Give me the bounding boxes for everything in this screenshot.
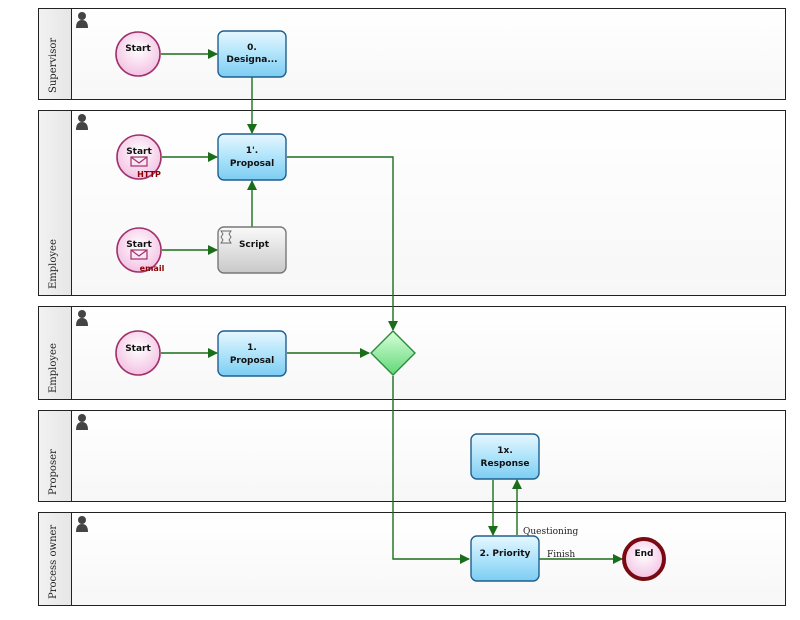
- swimlane-employee-1: Employee: [38, 110, 786, 296]
- task-label: 2. Priority: [480, 549, 531, 559]
- exclusive-gateway[interactable]: [370, 330, 416, 376]
- task-label-line1: 1.: [247, 343, 257, 353]
- message-icon: [130, 249, 148, 260]
- task-label-line2: Designa...: [226, 55, 277, 65]
- task-label-line2: Response: [481, 459, 530, 469]
- event-label: Start: [125, 344, 151, 354]
- lane-header: Supervisor: [39, 9, 72, 99]
- person-icon: [76, 414, 88, 430]
- person-icon: [76, 310, 88, 326]
- start-event-supervisor[interactable]: Start: [115, 31, 161, 77]
- event-sub-label: email: [140, 264, 165, 273]
- swimlane-proposer: Proposer: [38, 410, 786, 502]
- person-icon: [76, 516, 88, 532]
- event-label: Start: [125, 44, 151, 54]
- flow-gateway-to-priority[interactable]: [392, 376, 470, 564]
- task-label-line1: 0.: [247, 43, 257, 53]
- envelope-flap: [130, 156, 148, 164]
- event-label: Start: [126, 147, 152, 157]
- start-event-employee[interactable]: Start: [115, 330, 161, 376]
- event-label: Start: [126, 240, 152, 250]
- event-label: End: [635, 549, 654, 559]
- script-icon: [220, 230, 232, 244]
- start-event-email[interactable]: Start email: [116, 227, 165, 273]
- task-designate[interactable]: 0. Designa...: [217, 30, 287, 78]
- person-icon: [76, 12, 88, 28]
- task-label-line1: 1x.: [497, 446, 513, 456]
- envelope-flap: [130, 249, 148, 257]
- person-icon: [76, 114, 88, 130]
- end-event[interactable]: End: [622, 537, 666, 581]
- task-label-line2: Proposal: [230, 159, 274, 169]
- task-label-line1: 1'.: [246, 146, 258, 156]
- task-label: Script: [239, 240, 270, 250]
- task-label-line2: Proposal: [230, 356, 274, 366]
- task-script[interactable]: Script: [217, 226, 287, 274]
- flow-label-finish: Finish: [547, 550, 575, 560]
- lane-header: Process owner: [39, 513, 72, 605]
- lane-header: Employee: [39, 307, 72, 399]
- flow-label-questioning: Questioning: [523, 527, 579, 537]
- lane-header: Proposer: [39, 411, 72, 501]
- task-proposal-prime[interactable]: 1'. Proposal: [217, 133, 287, 181]
- task-priority[interactable]: 2. Priority: [470, 535, 540, 582]
- task-response[interactable]: 1x. Response: [470, 433, 540, 480]
- start-event-http[interactable]: Start HTTP: [116, 134, 162, 180]
- message-icon: [130, 156, 148, 167]
- flow-proposal-prime-to-gateway[interactable]: [287, 156, 398, 331]
- lane-header: Employee: [39, 111, 72, 295]
- task-proposal[interactable]: 1. Proposal: [217, 330, 287, 377]
- event-sub-label: HTTP: [137, 170, 161, 179]
